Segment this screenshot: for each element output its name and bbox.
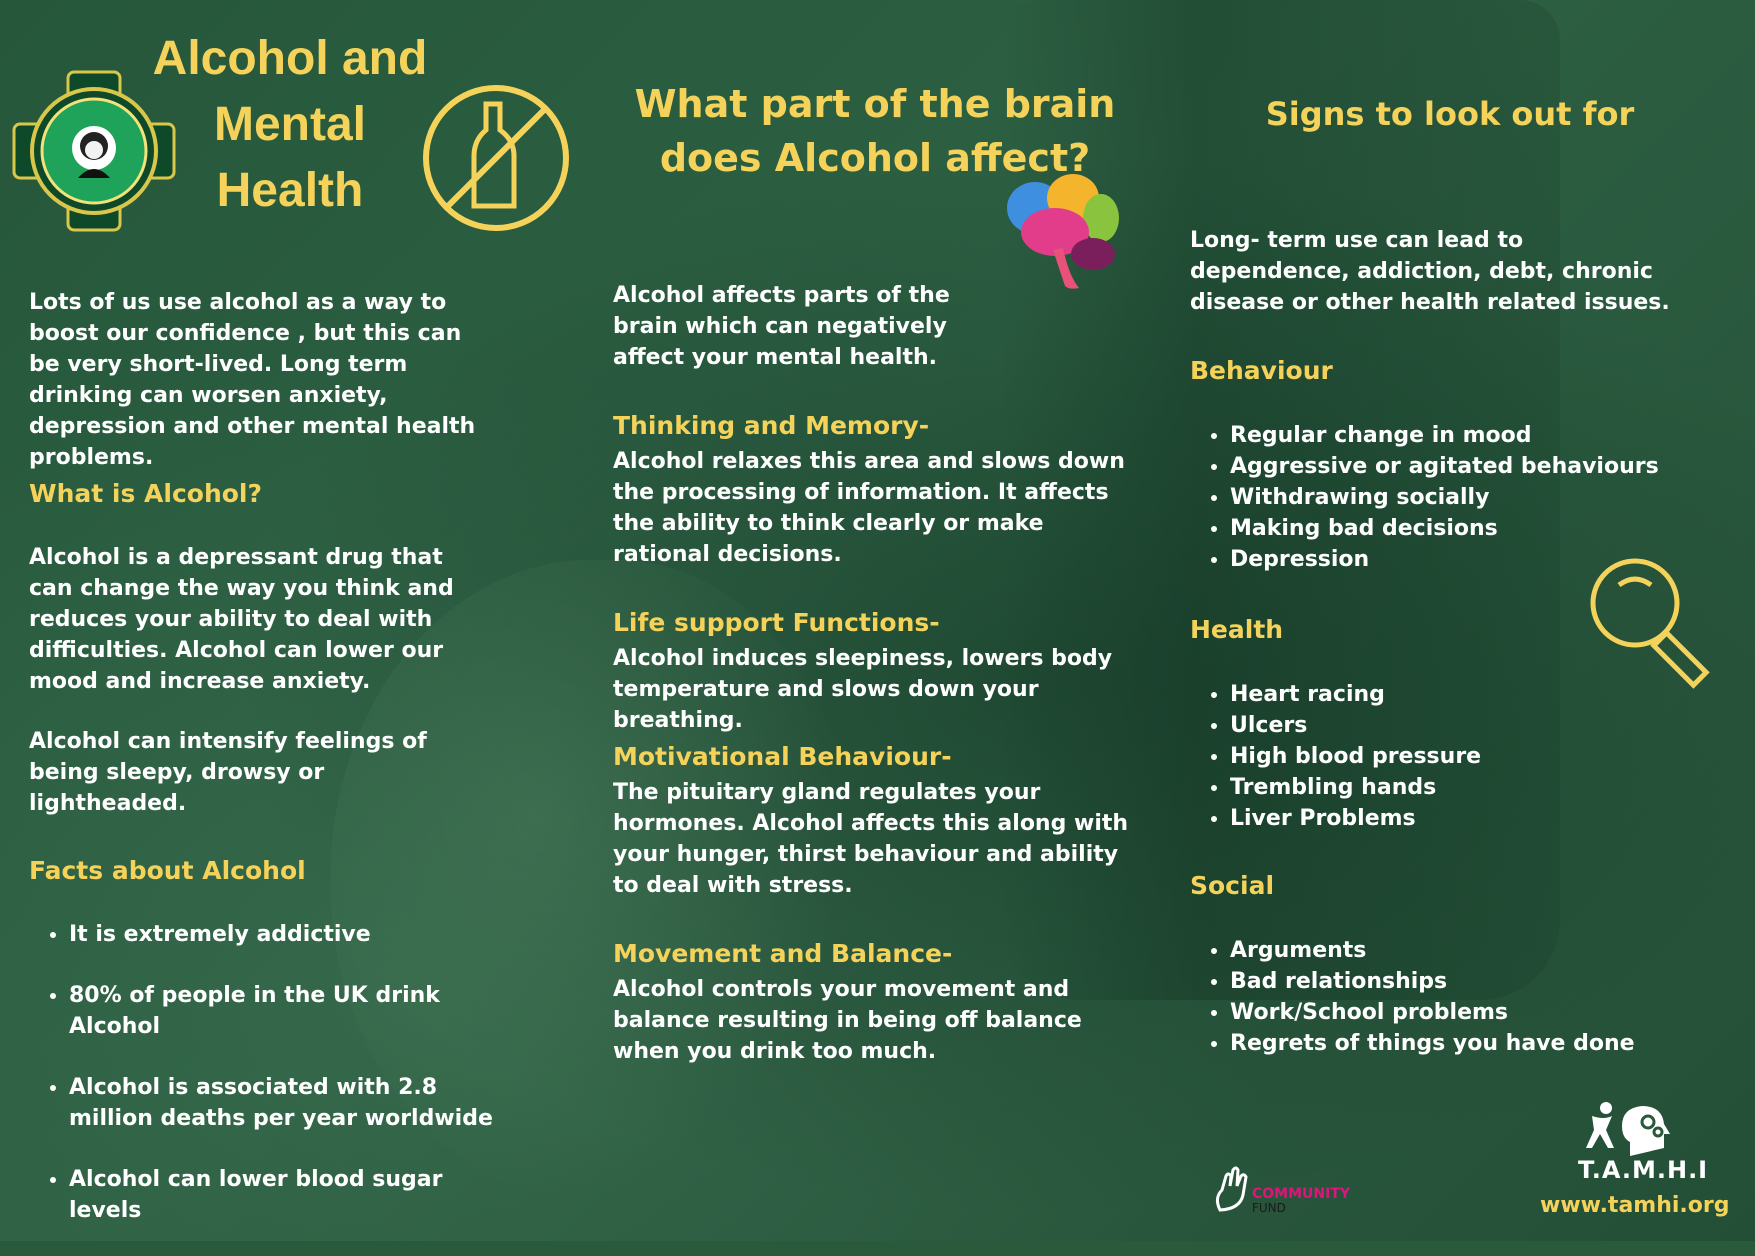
hand-shadow	[330, 560, 850, 1200]
what-paragraph-2: Alcohol can intensify feelings of being …	[29, 729, 427, 816]
intro-paragraph: Lots of us use alcohol as a way to boost…	[29, 290, 476, 470]
section-heading: Behaviour	[1190, 356, 1333, 385]
list-item: Bad relationships	[1230, 966, 1750, 997]
list-item: Arguments	[1230, 935, 1750, 966]
section-heading: Movement and Balance-	[613, 939, 953, 968]
list-item: 80% of people in the UK drink Alcohol	[69, 980, 509, 1042]
list-item: Liver Problems	[1230, 803, 1750, 834]
page-title: Alcohol and Mental Health	[140, 26, 440, 224]
brain-heading: What part of the brain does Alcohol affe…	[600, 77, 1150, 185]
community-label: COMMUNITY	[1252, 1186, 1351, 1202]
section-heading: What is Alcohol?	[29, 479, 263, 508]
list-item: Depression	[1230, 544, 1750, 575]
section-heading: Social	[1190, 871, 1275, 900]
list-item: High blood pressure	[1230, 741, 1750, 772]
tamhi-name: T.A.M.H.I	[1578, 1156, 1709, 1184]
list-item: Making bad decisions	[1230, 513, 1750, 544]
list-item: Regular change in mood	[1230, 420, 1750, 451]
section-text: Alcohol relaxes this area and slows down…	[613, 449, 1125, 567]
section-text: Alcohol induces sleepiness, lowers body …	[613, 646, 1113, 733]
website-link[interactable]: www.tamhi.org	[1540, 1193, 1730, 1218]
signs-intro: Long- term use can lead to dependence, a…	[1190, 228, 1670, 315]
list-item: Regrets of things you have done	[1230, 1028, 1750, 1059]
health-list: Heart racing Ulcers High blood pressure …	[1190, 679, 1750, 834]
section-text: The pituitary gland regulates your hormo…	[613, 780, 1129, 898]
celtic-cross-logo-icon	[8, 68, 180, 238]
lottery-hand-icon	[1215, 1166, 1248, 1212]
brain-intro: Alcohol affects parts of the brain which…	[613, 283, 950, 370]
heading-line: does Alcohol affect?	[659, 136, 1091, 180]
signs-heading: Signs to look out for	[1265, 95, 1635, 133]
tamhi-logo-icon	[1578, 1100, 1680, 1162]
fund-label: FUND	[1252, 1201, 1286, 1215]
bottle-shadow	[1000, 0, 1560, 1000]
heading-line: What part of the brain	[634, 82, 1116, 126]
section-heading: Health	[1190, 615, 1284, 644]
section-heading: Motivational Behaviour-	[613, 742, 952, 771]
list-item: Withdrawing socially	[1230, 482, 1750, 513]
title-line: Mental	[213, 98, 366, 151]
section-text: Alcohol controls your movement and balan…	[613, 977, 1082, 1064]
what-paragraph-1: Alcohol is a depressant drug that can ch…	[29, 545, 454, 694]
facts-list: It is extremely addictive 80% of people …	[29, 919, 509, 1256]
list-item: It is extremely addictive	[69, 919, 509, 950]
magnifier-icon	[1585, 553, 1721, 693]
section-heading: Facts about Alcohol	[29, 856, 306, 885]
title-line: Alcohol and	[152, 32, 428, 85]
list-item: Aggressive or agitated behaviours	[1230, 451, 1750, 482]
list-item: Heart racing	[1230, 679, 1750, 710]
brain-icon	[1005, 170, 1123, 298]
no-alcohol-icon	[420, 82, 572, 238]
community-fund-logo: COMMUNITY FUND	[1212, 1166, 1362, 1216]
list-item: Alcohol is associated with 2.8 million d…	[69, 1072, 509, 1134]
section-heading: Thinking and Memory-	[613, 411, 930, 440]
social-list: Arguments Bad relationships Work/School …	[1190, 935, 1750, 1059]
behaviour-list: Regular change in mood Aggressive or agi…	[1190, 420, 1750, 575]
title-line: Health	[216, 164, 364, 217]
list-item: Ulcers	[1230, 710, 1750, 741]
section-heading: Life support Functions-	[613, 608, 940, 637]
list-item: Alcohol can lower blood sugar levels	[69, 1164, 509, 1226]
list-item: Work/School problems	[1230, 997, 1750, 1028]
list-item: Trembling hands	[1230, 772, 1750, 803]
